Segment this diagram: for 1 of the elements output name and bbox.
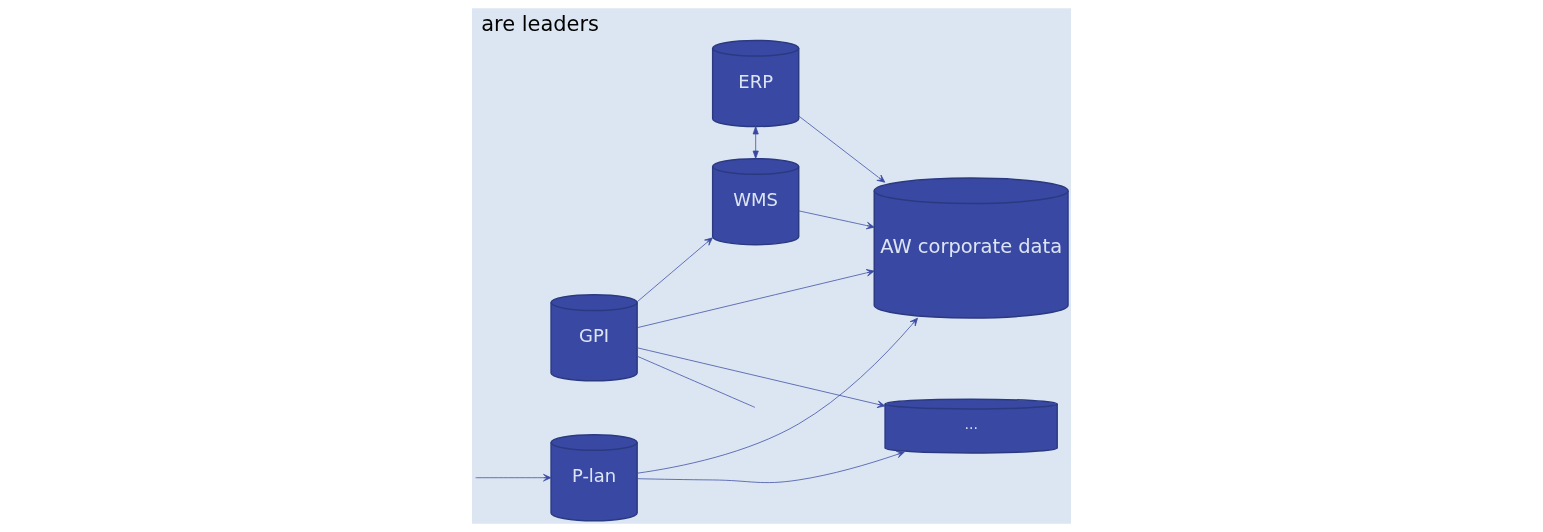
diagram-title: are leaders (481, 12, 599, 37)
